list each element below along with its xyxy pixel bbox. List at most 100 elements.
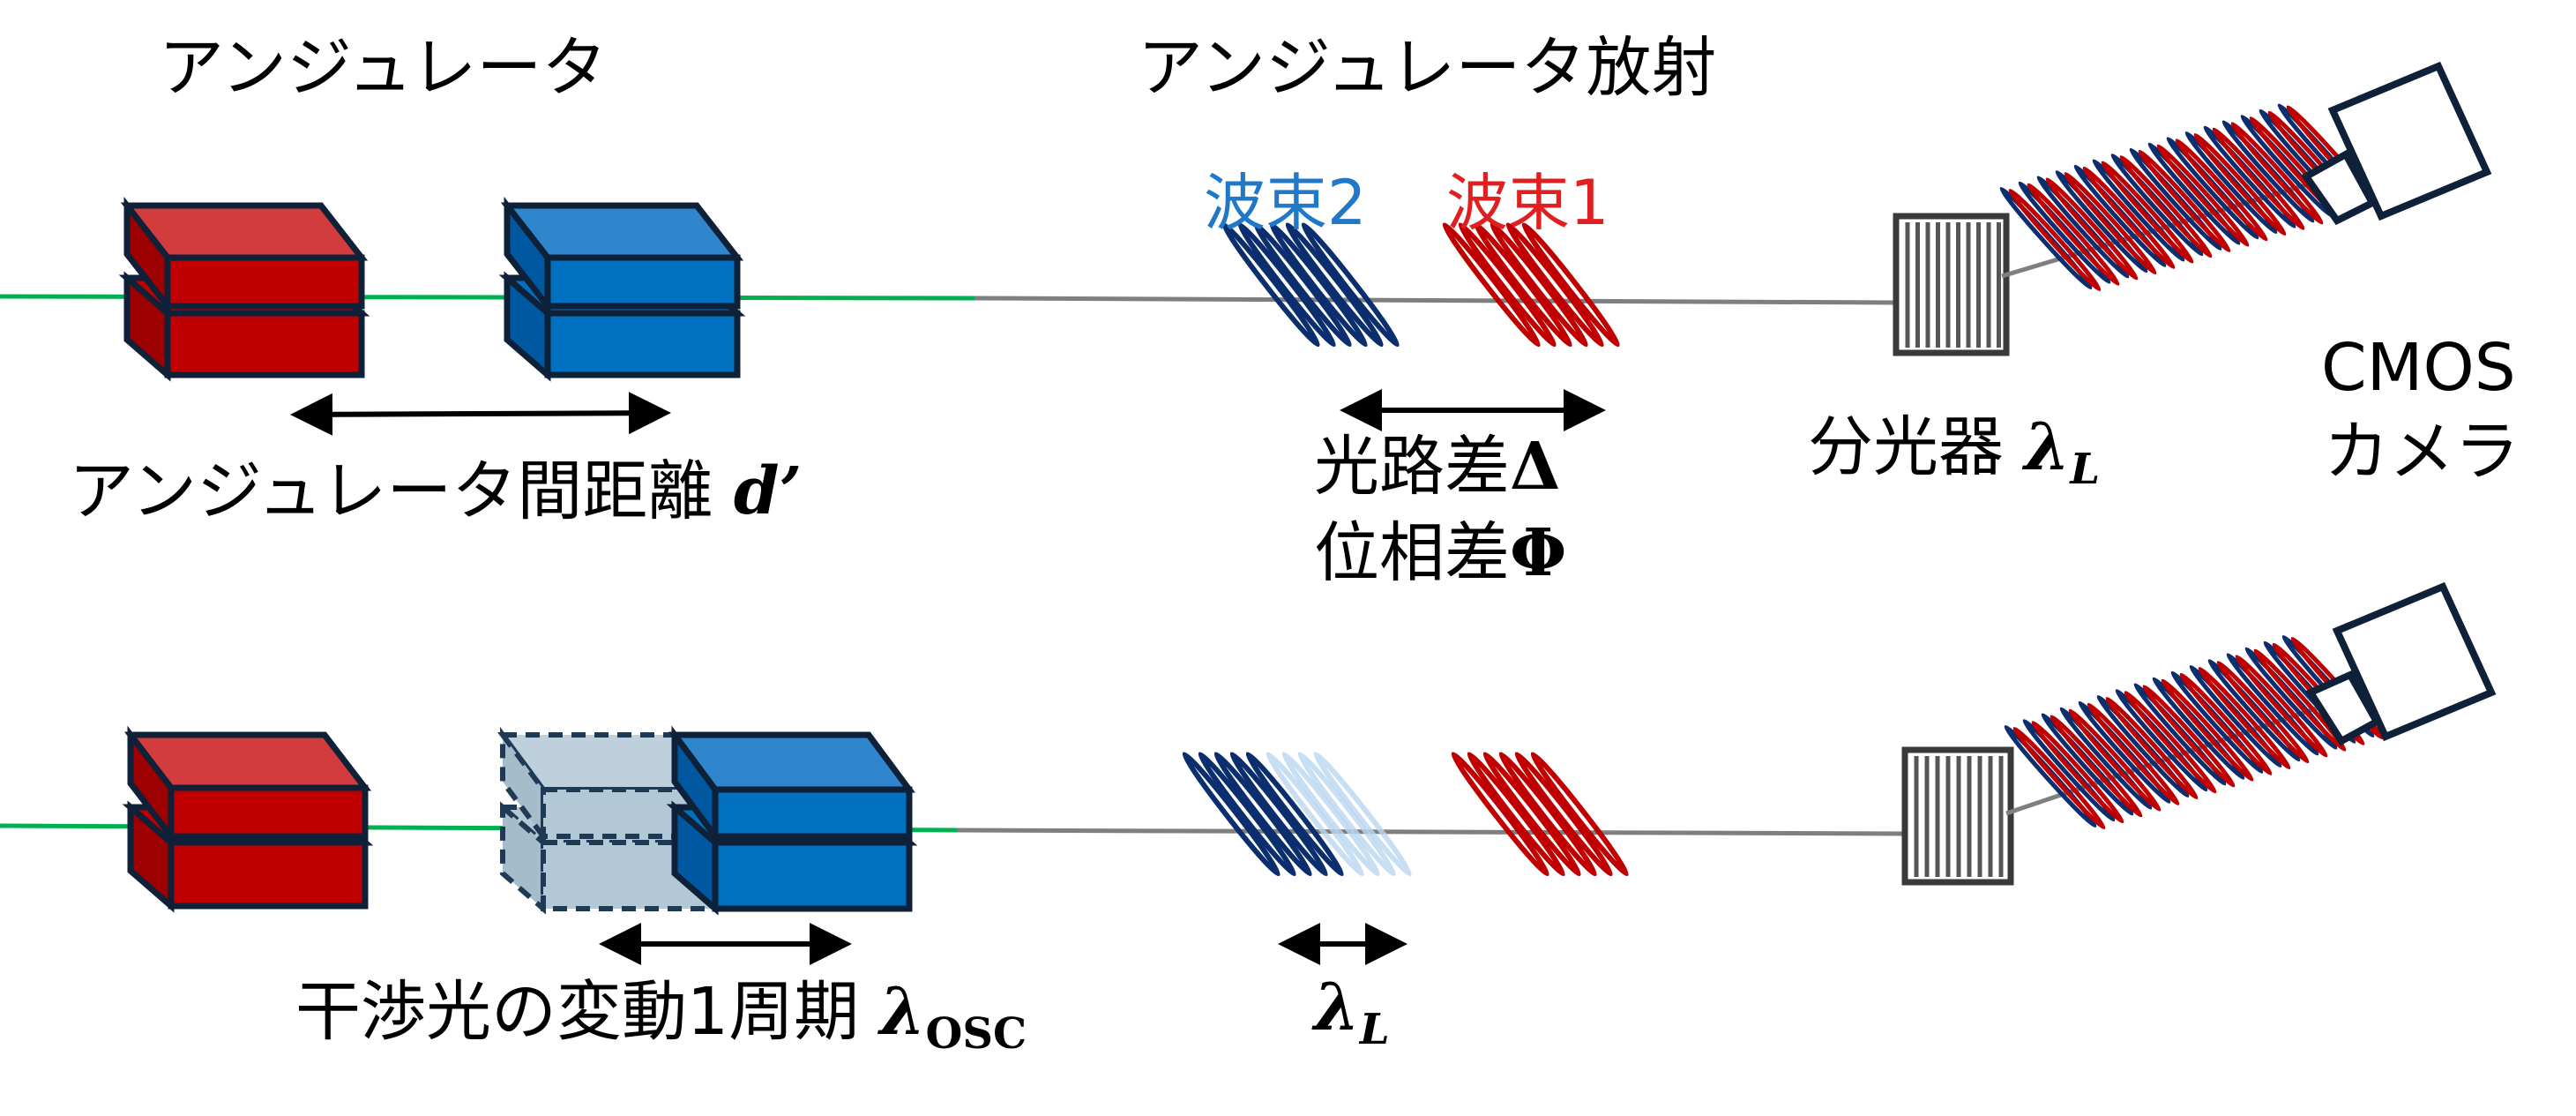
wave-packet-1-stroke bbox=[1482, 752, 1582, 877]
top-row bbox=[0, 61, 2492, 436]
dispersed-packet-1-stroke bbox=[2068, 708, 2162, 812]
wave-packet-2-label: 波束2 bbox=[1204, 167, 1367, 239]
wave-packet-2-stroke bbox=[1301, 222, 1400, 348]
dispersed-packet-1-stroke bbox=[2045, 177, 2139, 281]
undulator-title: アンジュレータ bbox=[159, 30, 608, 106]
spectrometer-lambda: λ bbox=[2024, 409, 2071, 485]
dispersed-packet-1-stroke bbox=[2050, 715, 2143, 818]
lambda-L-symbol: λ bbox=[1314, 970, 1360, 1045]
wave-packet-2-stroke bbox=[1213, 752, 1313, 877]
oscillation-lambda: λ bbox=[879, 974, 926, 1050]
dispersed-packet-1-stroke bbox=[2124, 690, 2217, 794]
spectrometer-label: 分光器 λL bbox=[1808, 415, 2100, 491]
dispersed-packet-1-stroke bbox=[2138, 149, 2231, 253]
wave-packet-2-stroke bbox=[1182, 752, 1281, 877]
dispersed-packet-1-stroke bbox=[2101, 161, 2194, 264]
wave-packet-2-ghost-stroke bbox=[1266, 752, 1365, 877]
dispersed-packet-1-stroke bbox=[2253, 648, 2347, 752]
lambda-L-label: λL bbox=[1314, 975, 1390, 1051]
oscillation-period-text: 干渉光の変動1周期 bbox=[295, 974, 860, 1050]
radiation-axis-bottom bbox=[956, 828, 1906, 836]
undulator-distance-label: アンジュレータ間距離 d’ bbox=[69, 459, 802, 524]
wave-packet-2-stroke bbox=[1198, 752, 1297, 877]
wave-packet-2-stroke bbox=[1285, 222, 1385, 348]
dispersed-packet-1-stroke bbox=[2216, 660, 2310, 764]
spectrometer-lambda-sub: L bbox=[2070, 445, 2101, 494]
path-difference-text: 光路差 bbox=[1314, 429, 1510, 505]
dispersed-packet-1-stroke bbox=[2142, 685, 2236, 788]
undulator-radiation-title: アンジュレータ放射 bbox=[1138, 30, 1717, 106]
spectrometer-grating-top bbox=[1893, 213, 2010, 356]
undulator-1-red-bottom bbox=[122, 725, 374, 913]
phase-difference-label: 位相差Φ bbox=[1314, 521, 1566, 586]
wave-packet-1-stroke bbox=[1505, 222, 1605, 348]
dispersed-packet-1-stroke bbox=[2082, 166, 2176, 270]
dispersed-packet-1-stroke bbox=[2235, 655, 2328, 758]
wave-packet-2-bottom bbox=[1182, 752, 1345, 877]
dispersed-packet-1-stroke bbox=[2193, 132, 2287, 236]
dispersed-packet-1-stroke bbox=[2161, 678, 2254, 782]
cmos-label-line1: CMOS bbox=[2321, 330, 2516, 406]
wave-packet-2-stroke bbox=[1237, 222, 1337, 348]
radiation-axis-top bbox=[974, 296, 1897, 305]
wave-packet-2-ghost bbox=[1266, 752, 1413, 877]
undulator-distance-arrow bbox=[290, 392, 671, 436]
wave-packet-1-stroke bbox=[1490, 222, 1589, 348]
dispersed-packet-1-stroke bbox=[2212, 127, 2305, 231]
delta-symbol: Δ bbox=[1510, 429, 1561, 505]
dispersed-packet-1-stroke bbox=[2064, 171, 2157, 275]
dispersed-packet-1-stroke bbox=[2031, 720, 2124, 824]
wave-packet-2-stroke bbox=[1229, 752, 1329, 877]
dispersed-packet-1-stroke bbox=[2008, 188, 2102, 292]
wave-packet-2-stroke bbox=[1245, 752, 1345, 877]
wave-packet-2-stroke bbox=[1253, 222, 1353, 348]
wave-packet-1-stroke bbox=[1458, 222, 1557, 348]
phase-difference-text: 位相差 bbox=[1314, 515, 1510, 591]
wave-packet-1-stroke bbox=[1442, 222, 1542, 348]
undulator-2-shifted-bottom bbox=[666, 725, 918, 916]
wave-packet-1-label: 波束1 bbox=[1446, 167, 1609, 239]
wave-packet-2-ghost-stroke bbox=[1313, 752, 1413, 877]
wave-packet-1-stroke bbox=[1451, 752, 1550, 877]
dispersed-packet-1-stroke bbox=[2119, 154, 2213, 258]
dispersed-packet-1-stroke bbox=[2105, 696, 2199, 800]
wave-packet-1-stroke bbox=[1467, 752, 1566, 877]
wave-packet-1-top bbox=[1442, 222, 1621, 348]
wave-packet-1-stroke bbox=[1498, 752, 1598, 877]
lambda-L-sub: L bbox=[1359, 1005, 1390, 1054]
undulator-2-blue-top bbox=[498, 196, 746, 382]
dispersed-interference-bottom bbox=[2004, 634, 2384, 830]
oscillation-period-label: 干渉光の変動1周期 λOSC bbox=[295, 979, 1027, 1055]
wave-packet-2-top bbox=[1221, 222, 1400, 348]
cmos-camera-icon bbox=[2301, 61, 2492, 226]
wave-packet-2-ghost-stroke bbox=[1297, 752, 1397, 877]
dispersed-packet-1-stroke bbox=[2230, 122, 2324, 225]
wave-packet-1-stroke bbox=[1474, 222, 1573, 348]
cmos-label-line2: カメラ bbox=[2324, 414, 2520, 490]
spectrometer-grating-bottom bbox=[1901, 746, 2014, 886]
path-difference-label: 光路差Δ bbox=[1314, 434, 1560, 499]
undulator-distance-symbol: d’ bbox=[733, 453, 803, 529]
dispersed-packet-1-stroke bbox=[2027, 183, 2120, 287]
wave-packet-1-bottom bbox=[1451, 752, 1630, 877]
dispersed-packet-1-stroke bbox=[2087, 702, 2180, 806]
dispersed-packet-1-stroke bbox=[2179, 672, 2273, 776]
wave-packet-1-stroke bbox=[1530, 752, 1630, 877]
bottom-row bbox=[0, 581, 2497, 965]
phi-symbol: Φ bbox=[1510, 515, 1567, 591]
dispersed-packet-1-stroke bbox=[2012, 726, 2106, 830]
spectrometer-text: 分光器 bbox=[1808, 409, 2004, 485]
dispersed-packet-1-stroke bbox=[2156, 144, 2250, 247]
oscillation-lambda-sub: OSC bbox=[925, 1009, 1027, 1059]
undulator-1-red-top bbox=[118, 196, 370, 382]
dispersed-packet-1-stroke bbox=[2175, 138, 2268, 242]
cmos-camera-icon-bottom bbox=[2305, 581, 2497, 746]
wave-packet-2-ghost-stroke bbox=[1281, 752, 1381, 877]
wave-packet-1-stroke bbox=[1514, 752, 1614, 877]
dispersed-packet-1-stroke bbox=[2198, 666, 2291, 770]
wave-packet-2-stroke bbox=[1221, 222, 1321, 348]
undulator-distance-text: アンジュレータ間距離 bbox=[69, 453, 713, 529]
wave-packet-1-stroke bbox=[1521, 222, 1621, 348]
